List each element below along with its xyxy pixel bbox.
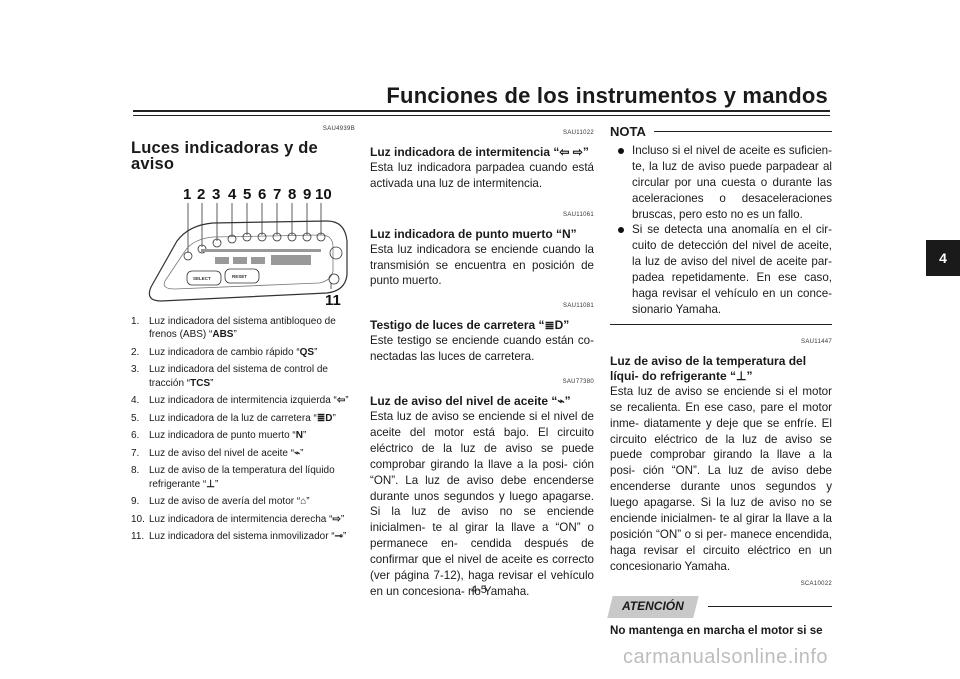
high-beam-icon: ≣D	[544, 318, 564, 333]
reset-button-label: RESET	[232, 274, 247, 279]
oil-level-icon: ⌁	[294, 447, 301, 459]
tcs-icon: TCS	[190, 377, 211, 389]
block-title: Testigo de luces de carretera “≣D”	[370, 318, 570, 333]
list-item: 11.Luz indicadora del sistema inmoviliza…	[131, 531, 347, 543]
block-title: Luz de aviso del nivel de aceite “⌁”	[370, 393, 571, 408]
section-title: Luces indicadoras y de aviso	[131, 138, 318, 173]
turn-signal-icon: ⇦ ⇨	[559, 144, 583, 159]
callout-number-4: 4	[228, 186, 237, 203]
section-code: SAU4939B	[322, 126, 355, 132]
list-item: 3.Luz indicadora del sistema de control …	[131, 364, 328, 389]
left-column: SAU4939B Luces indicadoras y de aviso 1 …	[131, 120, 355, 548]
oil-level-icon: ⌁	[557, 393, 565, 408]
nota-end-rule	[610, 323, 832, 325]
block-body: Esta luz de aviso se enciende si el moto…	[610, 384, 832, 573]
neutral-icon: N	[562, 226, 571, 241]
neutral-icon: N	[295, 430, 303, 442]
block-code: SAU11081	[563, 303, 594, 310]
left-turn-signal-icon: ⇦	[336, 395, 346, 407]
list-item: 9.Luz de aviso de avería del motor “⌂”	[131, 496, 310, 508]
atencion-badge: ATENCIÓN	[607, 595, 699, 618]
block-title: Luz indicadora de intermitencia “⇦ ⇨”	[370, 144, 589, 159]
coolant-temperature-icon: ⊥	[736, 368, 747, 383]
select-button-label: SELECT	[193, 276, 211, 281]
block-body: Esta luz indicadora se enciende cuando l…	[370, 242, 594, 288]
list-item: 1.Luz indicadora del sistema antibloqueo…	[131, 315, 336, 341]
list-item: 2.Luz indicadora de cambio rápido “QS”	[131, 346, 318, 358]
turn-signal-block: SAU11022 Luz indicadora de intermitencia…	[370, 126, 594, 192]
nota-item: Incluso si el nivel de aceite es suficie…	[610, 143, 832, 223]
right-turn-signal-icon: ⇨	[332, 513, 341, 525]
coolant-temperature-icon: ⊥	[206, 478, 215, 490]
callout-number-3: 3	[212, 186, 220, 203]
abs-icon: ABS	[212, 329, 234, 341]
callout-number-8: 8	[288, 186, 296, 203]
callout-number-7: 7	[273, 186, 281, 203]
callout-number-9: 9	[303, 186, 311, 203]
page-header-title: Funciones de los instrumentos y mandos	[386, 83, 828, 108]
header-rule	[133, 110, 830, 112]
block-body: Este testigo se enciende cuando están co…	[370, 334, 594, 364]
oil-level-block: SAU77380 Luz de aviso del nivel de aceit…	[370, 375, 594, 600]
nota-item: Si se detecta una anomalía en el cir- cu…	[610, 222, 832, 317]
watermark: carmanualsonline.info	[622, 646, 828, 668]
block-code: SAU11447	[801, 338, 832, 345]
high-beam-block: SAU11081 Testigo de luces de carretera “…	[370, 299, 594, 365]
meter-illustration: 1 2 3 4 5 6 7 8 9 10 11	[148, 186, 348, 309]
list-item: 8.Luz de aviso de la temperatura del líq…	[131, 465, 335, 490]
callout-number-6: 6	[258, 186, 266, 203]
neutral-block: SAU11061 Luz indicadora de punto muerto …	[370, 208, 594, 290]
block-code: SAU11022	[563, 130, 594, 136]
list-item: 7.Luz de aviso del nivel de aceite “⌁”	[131, 447, 304, 459]
atencion-header: ATENCIÓN	[607, 595, 832, 618]
instrument-diagram: 1 2 3 4 5 6 7 8 9 10 11	[131, 179, 355, 309]
middle-column: SAU11022 Luz indicadora de intermitencia…	[370, 124, 594, 600]
immobilizer-key-icon: ⊸	[334, 531, 344, 543]
block-code: SAU77380	[562, 379, 594, 386]
block-title: Luz de aviso de la temperatura del líqui…	[610, 353, 807, 383]
list-item: 5.Luz indicadora de la luz de carretera …	[131, 412, 336, 424]
page-number: 4-5	[471, 584, 487, 596]
caution-code: SCA10022	[800, 580, 832, 587]
block-code: SAU11061	[563, 211, 594, 218]
high-beam-icon: ≣D	[316, 412, 333, 424]
block-body: Esta luz indicadora parpadea cuando está…	[370, 160, 594, 190]
block-body: Esta luz de aviso se enciende si el nive…	[370, 409, 594, 598]
list-item: 4.Luz indicadora de intermitencia izquie…	[131, 395, 349, 407]
engine-trouble-icon: ⌂	[300, 496, 307, 508]
list-item: 6.Luz indicadora de punto muerto “N”	[131, 430, 307, 442]
caution-text: No mantenga en marcha el motor si se	[610, 624, 823, 638]
right-column: NOTA Incluso si el nivel de aceite es su…	[607, 124, 832, 639]
callout-number-2: 2	[197, 186, 205, 203]
callout-number-5: 5	[243, 186, 251, 203]
nota-header: NOTA	[610, 124, 832, 140]
callout-number-11: 11	[325, 292, 341, 309]
coolant-block: SAU11447 Luz de aviso de la temperatura …	[610, 335, 832, 575]
callout-number-1: 1	[183, 186, 191, 203]
list-item: 10.Luz indicadora de intermitencia derec…	[131, 513, 345, 525]
quick-shift-icon: QS	[299, 346, 315, 358]
indicator-list: 1.Luz indicadora del sistema antibloqueo…	[131, 315, 355, 544]
callout-number-10: 10	[315, 186, 332, 203]
chapter-tab: 4	[926, 240, 960, 276]
header-rule-thin	[133, 115, 830, 116]
nota-label: NOTA	[610, 124, 646, 139]
block-title: Luz indicadora de punto muerto “N”	[370, 226, 577, 241]
